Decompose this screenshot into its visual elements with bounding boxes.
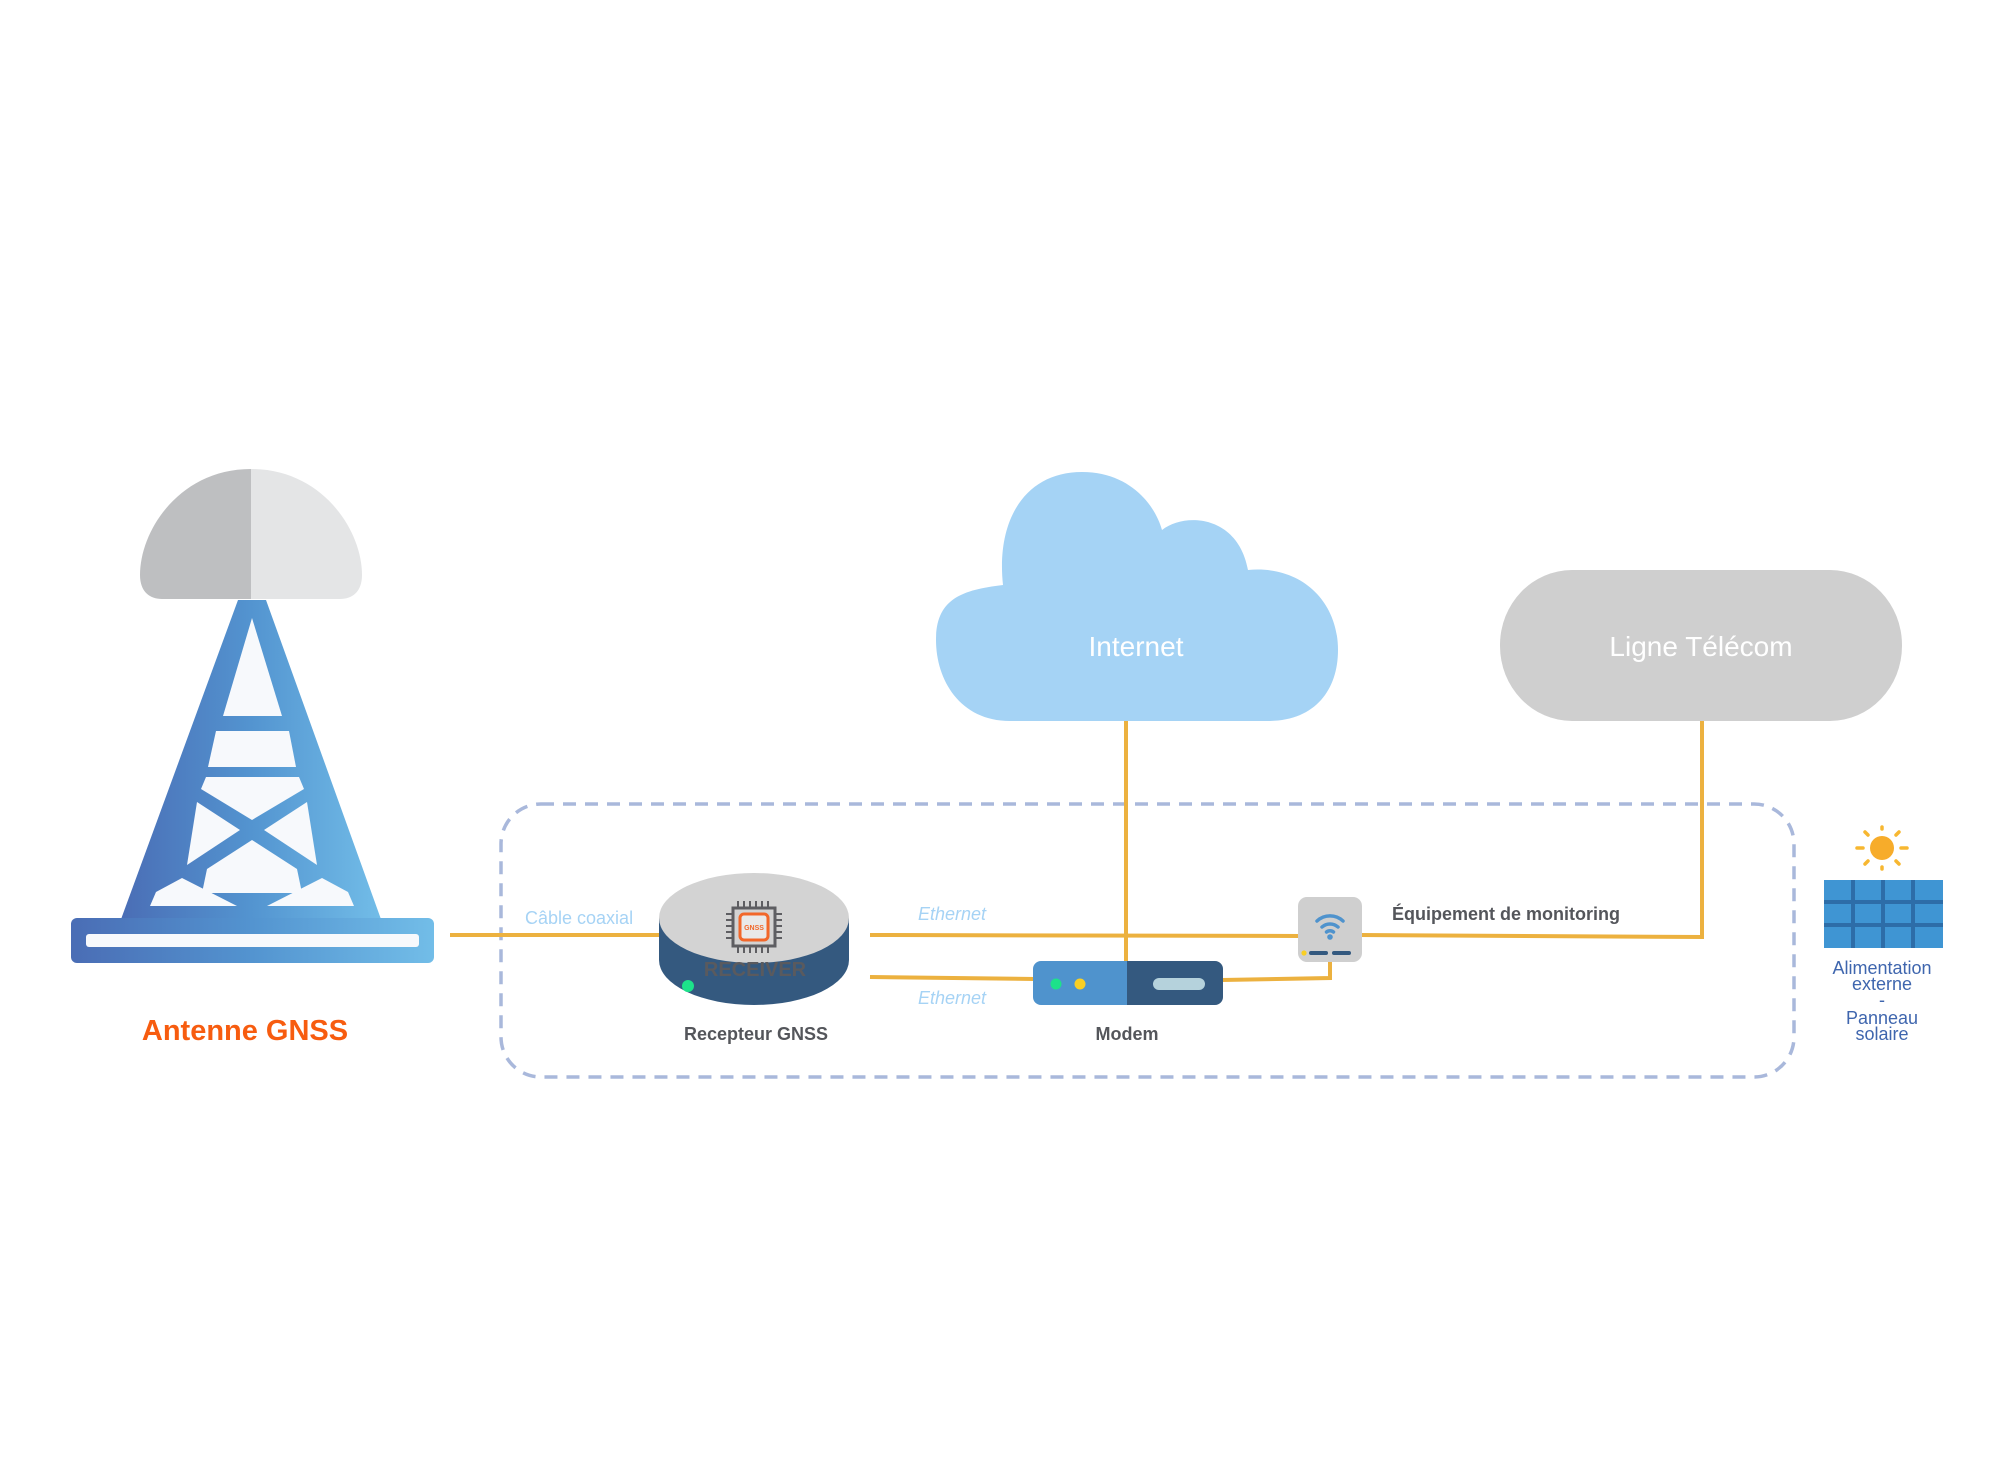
tower-base-inner <box>86 934 419 947</box>
modem-label: Modem <box>1096 1024 1159 1044</box>
internet-cloud[interactable]: Internet <box>936 472 1338 721</box>
power-label-line-4: Panneau <box>1846 1008 1918 1028</box>
receiver-chip-text: GNSS <box>744 925 764 932</box>
gnss-chip-icon <box>726 901 782 953</box>
modem-monitoring-cable <box>1221 960 1332 982</box>
antenna-dome-right <box>251 469 362 599</box>
power-label-line-1: Alimentation <box>1832 958 1931 978</box>
gnss-receiver[interactable]: GNSS RECEIVER <box>659 873 849 1005</box>
solar-power-supply: Alimentation externe - Panneau solaire <box>1824 825 1943 1044</box>
ethernet-label-top: Ethernet <box>918 904 987 924</box>
telecom-line[interactable]: Ligne Télécom <box>1500 570 1902 721</box>
telecom-label: Ligne Télécom <box>1609 631 1792 662</box>
antenna-dome-left <box>140 469 251 599</box>
cloud-icon <box>936 472 1338 721</box>
gnss-antenna-tower <box>71 469 434 963</box>
modem-led-green <box>1050 978 1062 990</box>
modem-led-yellow <box>1074 978 1086 990</box>
power-label-line-5: solaire <box>1855 1024 1908 1044</box>
station-enclosure-border <box>499 802 1796 1079</box>
power-label-line-3: - <box>1879 990 1885 1010</box>
internet-label: Internet <box>1089 631 1184 662</box>
modem-device[interactable] <box>1033 961 1223 1005</box>
monitoring-label: Équipement de monitoring <box>1392 903 1620 924</box>
monitoring-status-led <box>1301 950 1307 956</box>
telecom-uplink-cable <box>1359 721 1704 940</box>
cables <box>450 721 1704 982</box>
monitoring-equipment[interactable] <box>1298 897 1362 962</box>
sun-icon <box>1855 825 1909 871</box>
modem-display-slot <box>1153 978 1205 990</box>
receiver-device-text: RECEIVER <box>704 959 807 981</box>
tower-frame <box>120 600 382 922</box>
ethernet-cable-bottom <box>869 975 1036 981</box>
power-label-line-2: externe <box>1852 974 1912 994</box>
ethernet-label-bottom: Ethernet <box>918 988 987 1008</box>
modem-body-left <box>1033 961 1143 1005</box>
ethernet-cable-top <box>869 933 1301 938</box>
wifi-icon <box>1315 914 1345 934</box>
antenna-label: Antenne GNSS <box>142 1015 348 1047</box>
receiver-label: Recepteur GNSS <box>684 1024 828 1044</box>
receiver-status-led <box>682 980 694 992</box>
telecom-shape <box>1500 570 1902 721</box>
coax-cable-label: Câble coaxial <box>525 908 633 928</box>
solar-panel-icon <box>1824 880 1943 948</box>
